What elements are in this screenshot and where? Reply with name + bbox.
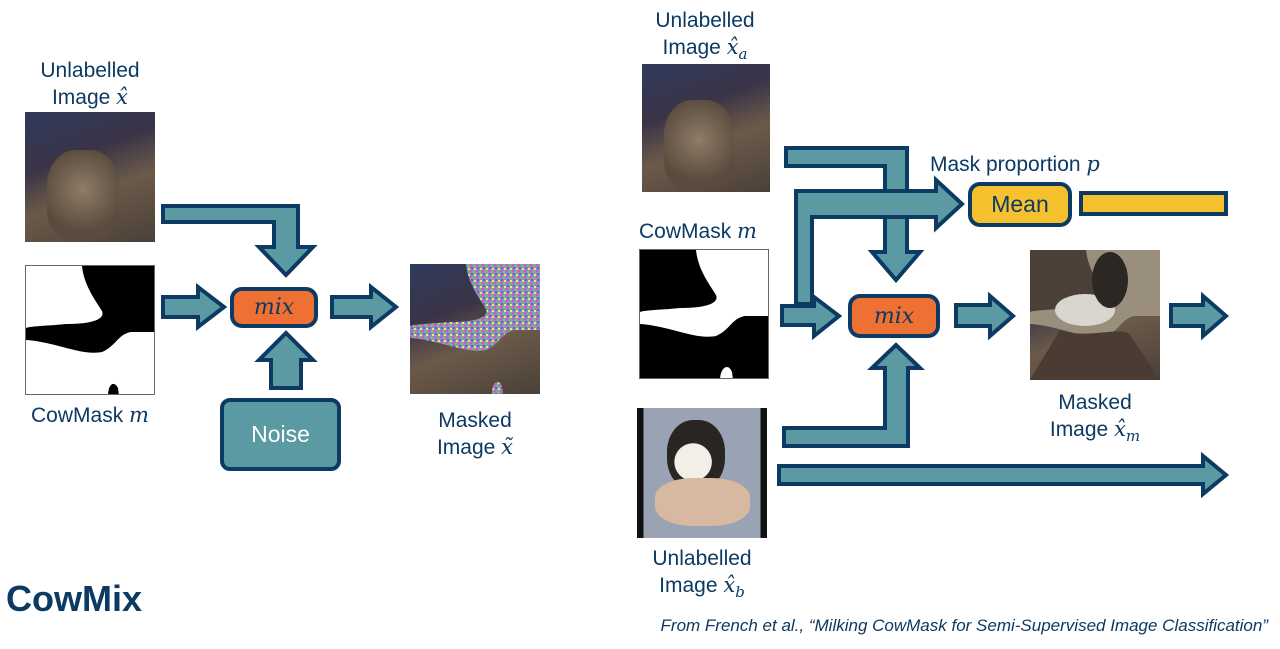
noise-region [410,264,540,394]
left-input-label: Unlabelled Image x̂ [40,59,140,109]
left-mix-node: mix [230,287,318,328]
arrow-image-b-to-mix [782,342,925,448]
arrow-noise-to-mix [254,330,318,390]
right-input-b-label: Unlabelled Image x̂b [652,547,752,602]
arrow-image-b-out [777,451,1230,499]
left-output-label: Masked Image x̃ [436,409,514,459]
cowmask-shape [26,266,154,394]
cat-shape [47,150,119,238]
arrow-mix-to-output [330,282,400,332]
right-input-a-label: Unlabelled Image x̂a [655,9,755,64]
arrow-mask-to-mix [161,282,228,332]
citation: From French et al., “Milking CowMask for… [660,616,1268,635]
cat-shape [664,100,734,188]
mask-proportion-label: Mask proportion p [930,152,1100,176]
right-output-label: Masked Image x̂m [1049,391,1141,446]
right-mask-label: CowMask m [639,219,757,243]
arrow-output-out [1169,291,1230,341]
right-masked-mix-image [1030,250,1160,380]
arrow-mask-to-mean [794,175,965,306]
left-unlabelled-cat-image [25,112,155,242]
arrow-mask-to-mix [780,292,843,341]
mean-node: Mean [968,182,1072,227]
arrow-mix-to-output [954,291,1017,341]
arrow-image-to-mix [161,204,318,278]
mask-proportion-bar [1079,191,1228,216]
right-cowmask-image [639,249,769,379]
right-unlabelled-dog-image [637,408,767,538]
slide-title: CowMix [6,578,143,619]
noise-node: Noise [220,398,341,471]
cowmask-shape [640,250,768,378]
hands-shape [655,478,750,526]
left-mask-label: CowMask m [31,403,149,427]
left-cowmask-image [25,265,155,395]
mixed-region [1030,250,1160,380]
right-mix-node: mix [848,294,940,338]
left-masked-noise-image [410,264,540,394]
right-unlabelled-cat-image [642,64,770,192]
